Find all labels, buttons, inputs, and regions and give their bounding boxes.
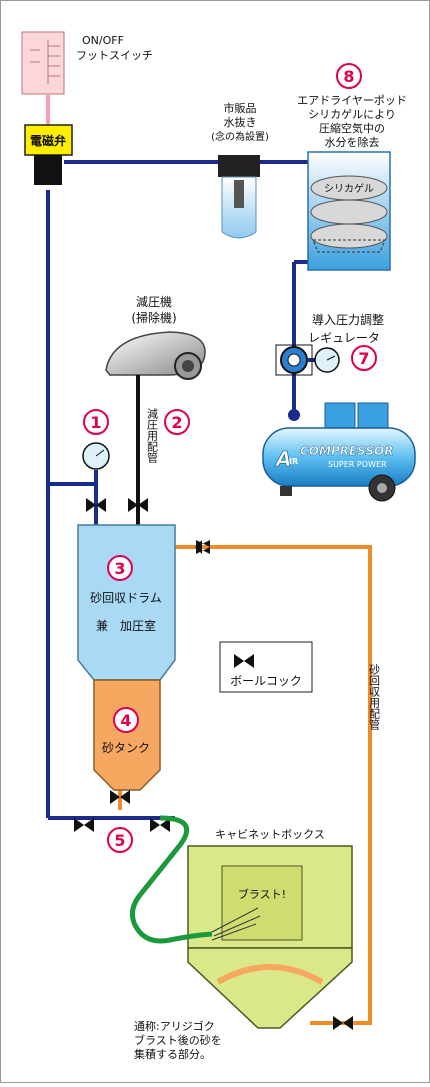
foot-switch bbox=[21, 31, 65, 95]
cabinet-window-label: ブラスト! bbox=[238, 887, 286, 901]
dryer-label-2: シリカゲルにより bbox=[308, 108, 396, 121]
regulator-label-1: 導入圧力調整 bbox=[312, 312, 384, 327]
water-filter bbox=[218, 155, 260, 239]
number-2: 2 bbox=[171, 413, 182, 432]
air-lines bbox=[46, 160, 325, 820]
number-5: 5 bbox=[114, 831, 125, 850]
number-8-badge bbox=[336, 63, 362, 89]
number-4-badge bbox=[113, 707, 139, 733]
valve-air-inlet bbox=[86, 498, 106, 512]
compressor-brand-a: A bbox=[274, 447, 291, 471]
number-2-badge bbox=[164, 409, 190, 435]
blast-hose bbox=[129, 815, 213, 944]
valve-air-bottom-right bbox=[150, 818, 170, 832]
filter-label-1: 市販品 bbox=[224, 101, 257, 115]
legend-label: ボールコック bbox=[230, 674, 302, 688]
air-dryer-pod bbox=[307, 151, 391, 271]
number-4: 4 bbox=[120, 711, 131, 730]
regulator bbox=[275, 344, 340, 376]
number-7: 7 bbox=[358, 349, 369, 368]
dryer-label-4: 水分を除去 bbox=[325, 135, 380, 149]
valve-tank-outlet bbox=[110, 790, 130, 804]
compressor-brand-sub: SUPER POWER bbox=[328, 460, 387, 469]
drum-label-1: 砂回収ドラム bbox=[90, 591, 162, 605]
hopper-note-3: 集積する部分。 bbox=[134, 1047, 211, 1061]
compressor-brand-word: COMPRESSOR bbox=[300, 444, 393, 458]
dryer-label-3: 圧縮空気中の bbox=[319, 121, 385, 135]
number-1: 1 bbox=[90, 413, 101, 432]
valve-vacuum bbox=[128, 498, 148, 512]
number-1-badge bbox=[83, 409, 109, 435]
sand-tank bbox=[93, 679, 161, 791]
ball-valves bbox=[74, 498, 353, 1030]
gauge-1 bbox=[82, 442, 110, 470]
solenoid-label: 電磁弁 bbox=[30, 133, 66, 148]
valve-recovery-top bbox=[196, 540, 210, 554]
dryer-label-1: エアドライヤーポッド bbox=[297, 94, 407, 107]
solenoid-valve bbox=[24, 124, 73, 185]
filter-label-3: (念の為設置) bbox=[211, 130, 269, 143]
number-3: 3 bbox=[114, 559, 125, 578]
air-compressor bbox=[262, 402, 416, 502]
recovery-pipe-label: 砂回収用配管 bbox=[368, 664, 381, 731]
hopper-note-1: 通称:アリジゴク bbox=[134, 1019, 215, 1033]
valve-recovery-bottom bbox=[333, 1016, 353, 1030]
legend-valve-icon bbox=[234, 654, 254, 668]
switch-label-2: フットスイッチ bbox=[76, 49, 153, 62]
switch-label-1: ON/OFF bbox=[82, 34, 124, 47]
cabinet-box bbox=[187, 845, 353, 1029]
compressor-brand-ir: IR bbox=[289, 457, 298, 466]
filter-label-2: 水抜き bbox=[224, 115, 257, 129]
number-3-badge bbox=[107, 555, 133, 581]
cabinet-label: キャビネットボックス bbox=[215, 828, 325, 841]
hopper-note-2: ブラスト後の砂を bbox=[134, 1033, 222, 1047]
number-5-badge bbox=[107, 827, 133, 853]
drum-label-2: 兼 加圧室 bbox=[96, 618, 156, 633]
legend-box bbox=[219, 641, 313, 693]
vacuum-label-1: 減圧機 bbox=[136, 294, 172, 309]
number-8: 8 bbox=[343, 67, 354, 86]
vacuum-pipe-label: 減圧用配管 bbox=[146, 407, 159, 464]
sand-tank-label: 砂タンク bbox=[102, 741, 150, 755]
dryer-inner-label: シリカゲル bbox=[324, 183, 374, 195]
vacuum-label-2: (掃除機) bbox=[131, 310, 176, 325]
valve-air-bottom-left bbox=[74, 818, 94, 832]
regulator-label-2: レギュレータ bbox=[308, 331, 380, 345]
number-7-badge bbox=[351, 345, 377, 371]
vacuum-unit bbox=[105, 331, 206, 380]
